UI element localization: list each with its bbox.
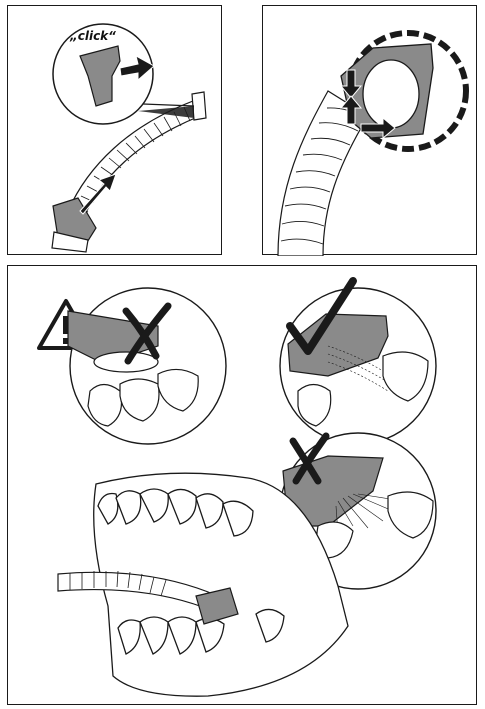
x-mark-icon	[122, 302, 172, 365]
check-mark-icon	[286, 277, 357, 355]
panel-attach-mouthpiece: „click“	[7, 5, 222, 255]
panel-mouthpiece-detail	[262, 5, 477, 256]
mouthpiece-detail-illustration	[277, 30, 469, 256]
zoom-circle-incorrect-1	[67, 287, 227, 445]
click-label: „click“	[69, 29, 116, 43]
arrow-icon	[79, 173, 117, 215]
mouth-open	[93, 472, 349, 697]
arrow-icon	[339, 69, 396, 140]
mouthpiece-bottom	[51, 197, 97, 253]
mouthpiece-ring	[340, 43, 434, 139]
placement-illustration	[37, 277, 437, 697]
zoom-circle	[52, 23, 195, 125]
x-mark-icon	[289, 432, 330, 485]
zoom-circle-correct	[279, 287, 437, 445]
panel-placement	[7, 265, 477, 705]
attach-illustration: „click“	[51, 23, 207, 253]
mouthpiece-in-mouth	[195, 587, 239, 625]
